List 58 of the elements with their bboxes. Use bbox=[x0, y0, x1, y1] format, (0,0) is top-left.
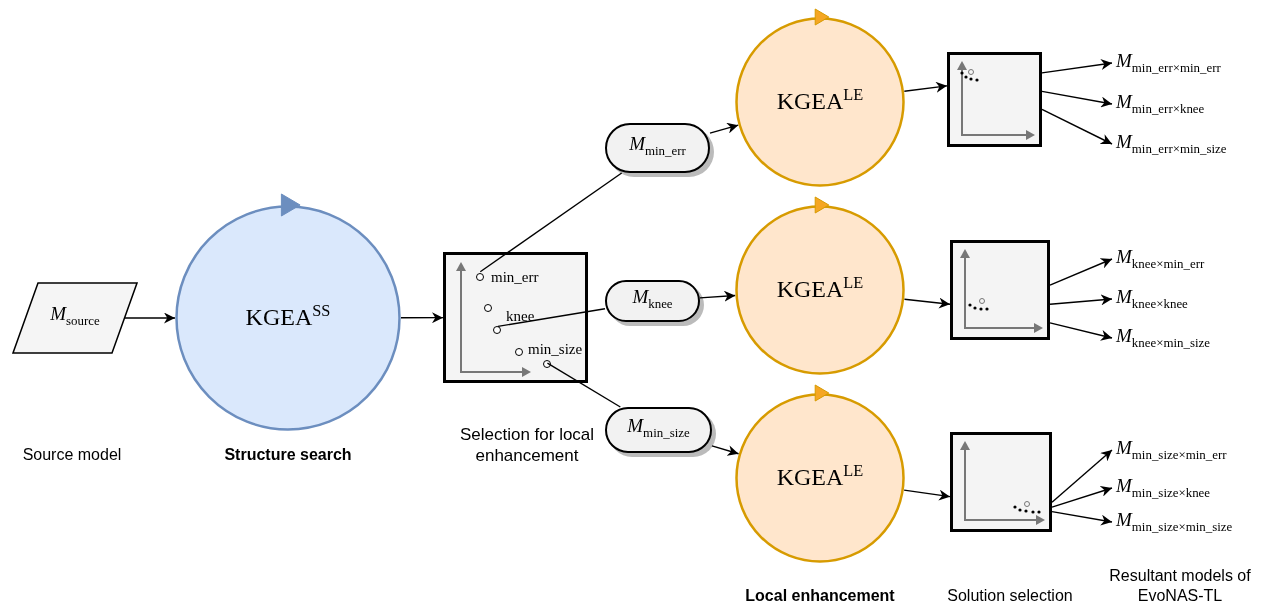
point-label: min_err bbox=[491, 269, 539, 286]
caption-text: Source model bbox=[21, 445, 123, 465]
arrow bbox=[1051, 486, 1113, 508]
model-name: M$_{knee×knee}$ bbox=[1116, 286, 1188, 312]
arrow bbox=[903, 489, 951, 501]
model-name: M$_{min_size×min_err}$ bbox=[1116, 437, 1227, 463]
arrow bbox=[711, 445, 740, 456]
model-name: M$_{min_err}$ bbox=[629, 133, 686, 159]
algorithm-name: KGEA$^{LE}$ bbox=[776, 272, 864, 303]
arrow bbox=[699, 290, 736, 302]
scatter-plot-box bbox=[443, 252, 588, 383]
arrow bbox=[903, 81, 948, 93]
arrow bbox=[1049, 294, 1113, 306]
algorithm-name: KGEA$^{LE}$ bbox=[776, 84, 864, 115]
model-name: M$_{min_size}$ bbox=[627, 415, 690, 441]
point-label: min_size bbox=[528, 341, 583, 358]
arrow bbox=[1049, 322, 1113, 341]
algorithm-circle bbox=[735, 393, 905, 563]
connector-line bbox=[546, 362, 622, 408]
plot-point bbox=[493, 326, 501, 334]
arrow bbox=[1041, 59, 1113, 74]
algorithm-name: KGEA$^{LE}$ bbox=[776, 460, 864, 491]
model-name: M$_{knee}$ bbox=[632, 286, 673, 312]
solution-plot-box bbox=[950, 432, 1052, 532]
arrow bbox=[400, 312, 444, 324]
connector-line bbox=[479, 172, 623, 273]
caption-text: Structure search bbox=[223, 445, 353, 465]
arrow bbox=[903, 297, 951, 309]
model-parallelogram bbox=[12, 282, 138, 354]
algorithm-circle bbox=[735, 17, 905, 187]
arrow bbox=[1051, 510, 1113, 526]
model-name: M$_{min_err×min_size}$ bbox=[1116, 131, 1227, 157]
caption-text: Resultant models of EvoNAS-TL bbox=[1108, 566, 1252, 606]
arrow bbox=[124, 312, 176, 324]
connector-line bbox=[497, 308, 606, 328]
arrow bbox=[1051, 449, 1113, 503]
algorithm-circle bbox=[735, 205, 905, 375]
plot-point bbox=[543, 360, 551, 368]
model-name: M$_{min_err×min_err}$ bbox=[1116, 50, 1221, 76]
arrow bbox=[1049, 258, 1113, 286]
model-name: M$_{source}$ bbox=[50, 303, 100, 329]
model-name: M$_{min_size×min_size}$ bbox=[1116, 509, 1233, 535]
model-name: M$_{min_size×knee}$ bbox=[1116, 475, 1211, 501]
caption-text: Local enhancement bbox=[744, 586, 896, 606]
caption-text: Selection for local enhancement bbox=[458, 424, 596, 467]
arrow bbox=[709, 122, 739, 134]
algorithm-circle bbox=[175, 205, 401, 431]
algorithm-name: KGEA$^{SS}$ bbox=[245, 300, 331, 331]
model-name: M$_{min_err×knee}$ bbox=[1116, 91, 1205, 117]
point-label: knee bbox=[506, 308, 535, 325]
solution-plot-box bbox=[947, 52, 1042, 147]
arrow bbox=[1041, 90, 1113, 108]
arrow bbox=[1041, 108, 1113, 145]
caption-text: Solution selection bbox=[946, 586, 1074, 606]
plot-point bbox=[476, 273, 484, 281]
model-name: M$_{knee×min_err}$ bbox=[1116, 246, 1205, 272]
model-name: M$_{knee×min_size}$ bbox=[1116, 325, 1211, 351]
solution-plot-box bbox=[950, 240, 1050, 340]
